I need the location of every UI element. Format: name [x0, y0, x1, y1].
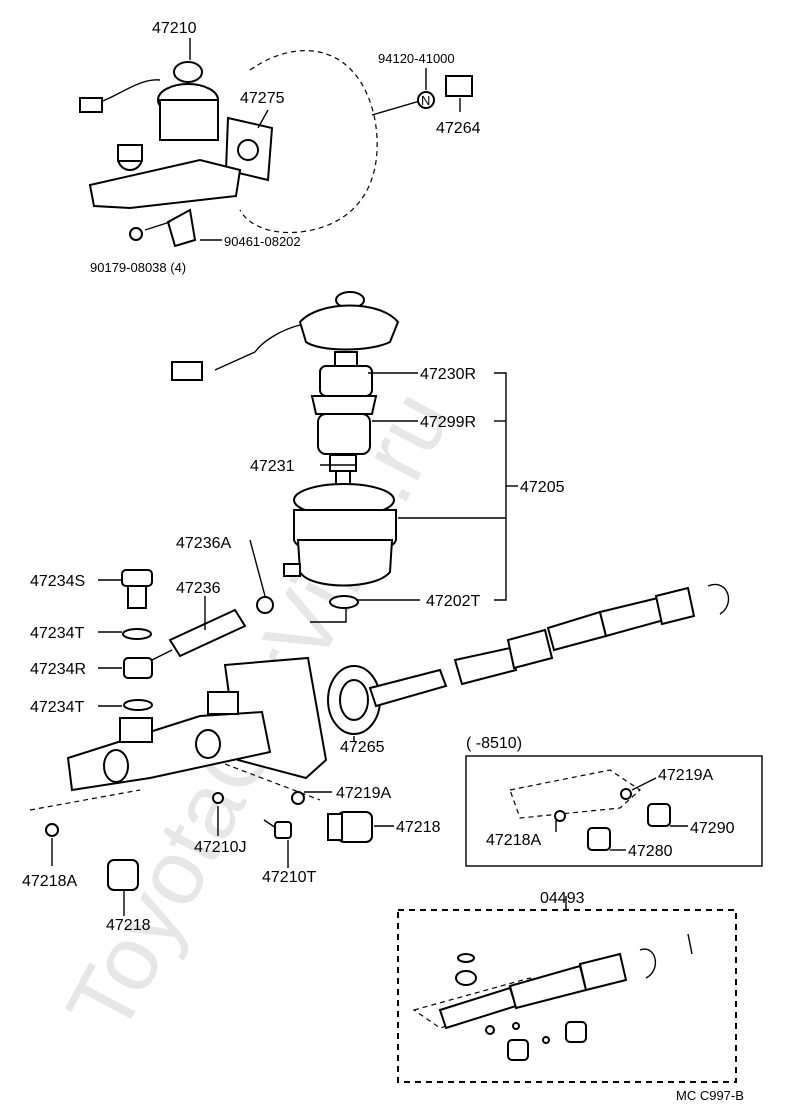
- reservoir-assembly: [171, 291, 518, 609]
- piston-assembly: [327, 583, 730, 742]
- label-47234S: 47234S: [30, 573, 85, 590]
- label-47205: 47205: [520, 479, 565, 496]
- variant-box-8510: [465, 755, 763, 867]
- label-47218-left: 47218: [106, 917, 151, 934]
- label-90461-08202: 90461-08202: [224, 234, 301, 249]
- label-47219A: 47219A: [336, 785, 391, 802]
- brake-booster-assembly: N: [79, 38, 473, 248]
- label-47218-right: 47218: [396, 819, 441, 836]
- label-47230R: 47230R: [420, 366, 476, 383]
- label-94120-41000: 94120-41000: [378, 51, 455, 66]
- label-47236A: 47236A: [176, 535, 231, 552]
- label-47219A-box: 47219A: [658, 767, 713, 784]
- label-47290: 47290: [690, 820, 735, 837]
- label-47265: 47265: [340, 739, 385, 756]
- part-labels: 47210 94120-41000 47275 47264 90461-0820…: [22, 20, 744, 1103]
- label-8510-variant: ( -8510): [466, 735, 522, 752]
- label-47231: 47231: [250, 458, 295, 475]
- label-47210J: 47210J: [194, 839, 247, 856]
- label-47218A: 47218A: [22, 873, 77, 890]
- label-47210: 47210: [152, 20, 197, 37]
- label-04493: 04493: [540, 890, 585, 907]
- label-47264: 47264: [436, 120, 481, 137]
- kit-box-04493: [397, 896, 737, 1083]
- label-47275: 47275: [240, 90, 285, 107]
- fittings: [98, 539, 274, 711]
- label-47234T-upper: 47234T: [30, 625, 84, 642]
- label-47218A-box: 47218A: [486, 832, 541, 849]
- label-47234T-lower: 47234T: [30, 699, 84, 716]
- label-47210T: 47210T: [262, 869, 316, 886]
- label-47202T: 47202T: [426, 593, 480, 610]
- n-badge: N: [421, 93, 430, 108]
- master-cylinder: [29, 608, 394, 916]
- label-47280: 47280: [628, 843, 673, 860]
- footer-code: MC C997-B: [676, 1088, 744, 1103]
- label-47299R: 47299R: [420, 414, 476, 431]
- label-47234R: 47234R: [30, 661, 86, 678]
- label-90179-08038: 90179-08038 (4): [90, 260, 186, 275]
- label-47236: 47236: [176, 580, 221, 597]
